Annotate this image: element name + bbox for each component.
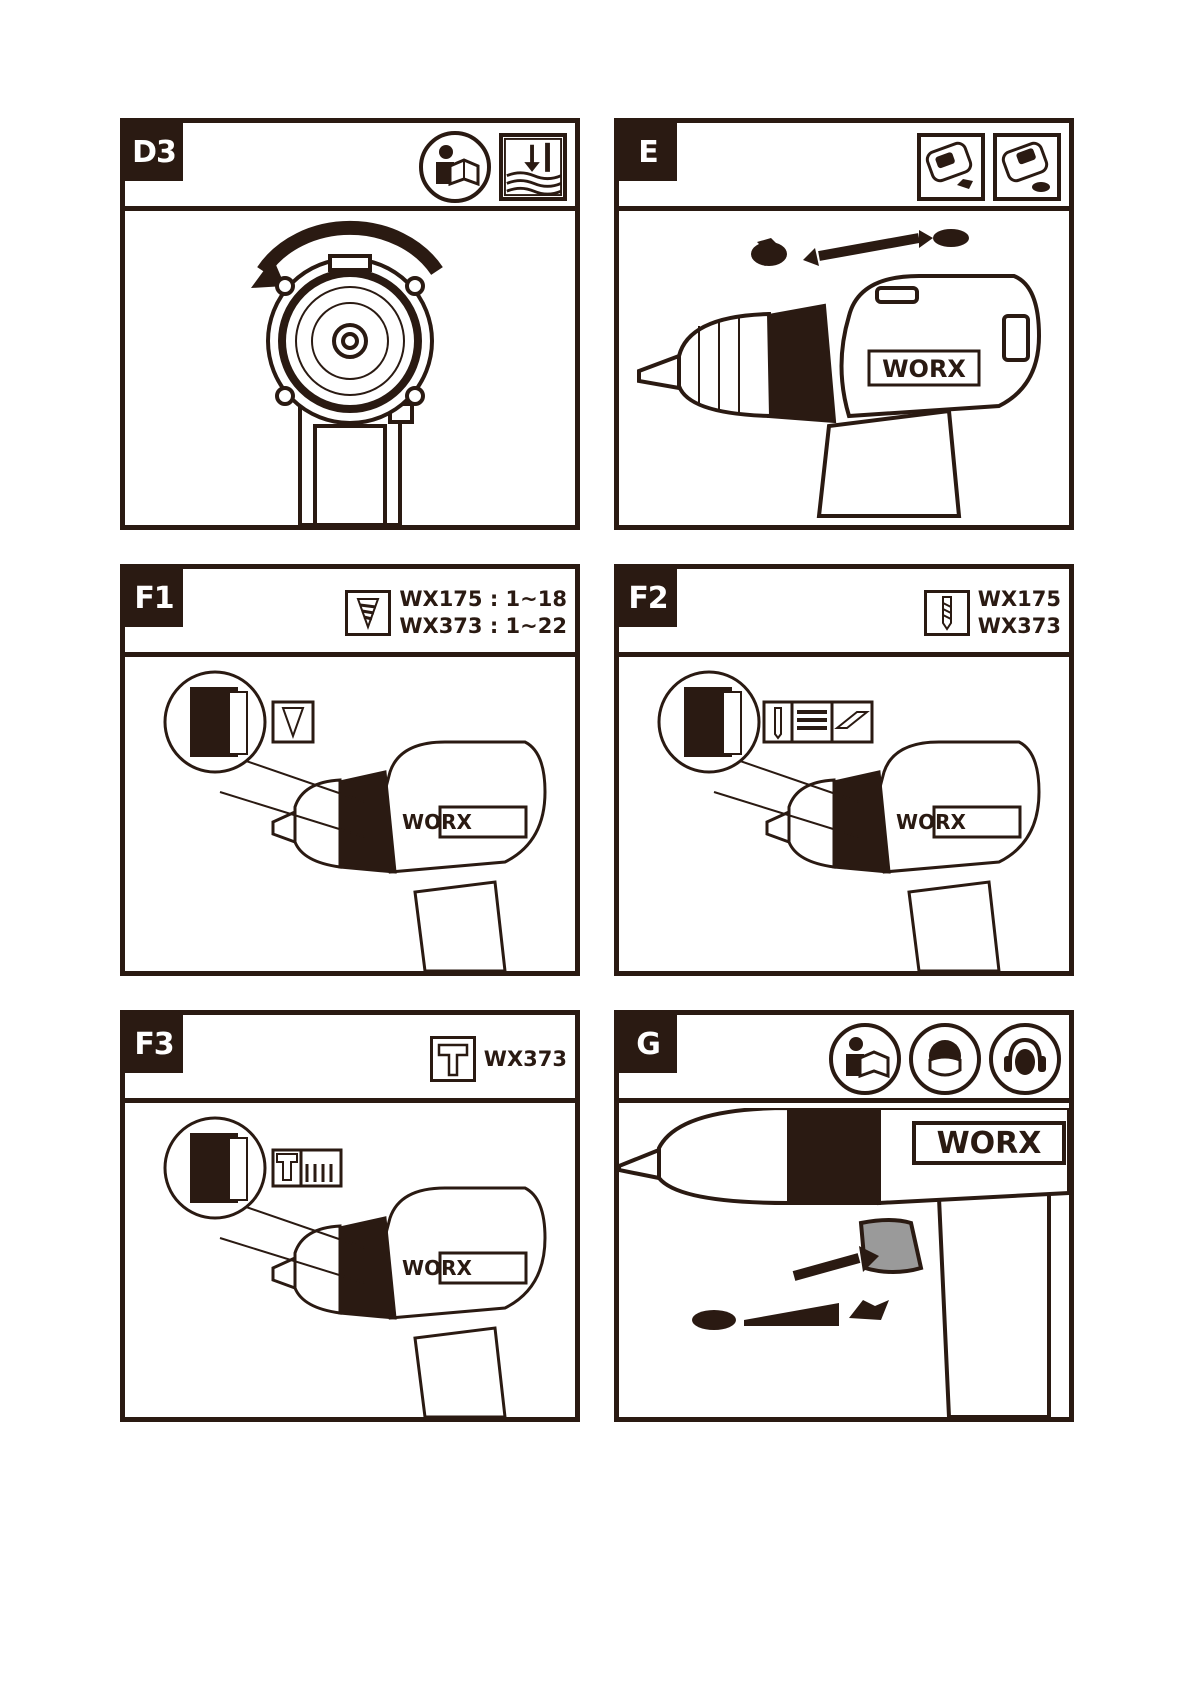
panel-header: F2 WX175 WX373 bbox=[619, 569, 1069, 657]
drill-torque-illustration: WORX bbox=[163, 670, 547, 971]
panel-header: G bbox=[619, 1015, 1069, 1103]
panel-illustration: WORX bbox=[619, 662, 1069, 971]
speed-switch-high-icon bbox=[917, 133, 985, 201]
speed-switch-low-icon bbox=[993, 133, 1061, 201]
drill-mode-illustration: WORX bbox=[657, 670, 1041, 971]
panel-icons: WX175 : 1~18 WX373 : 1~22 bbox=[345, 577, 567, 649]
brand-logo: WORX bbox=[402, 1256, 472, 1280]
model-spec: WX175 WX373 bbox=[978, 586, 1061, 640]
press-arrow-icon bbox=[859, 1246, 879, 1272]
dust-mask-icon bbox=[909, 1023, 981, 1095]
panel-tag: F2 bbox=[619, 569, 677, 627]
turtle-icon bbox=[692, 1310, 736, 1330]
panel-icons bbox=[419, 131, 567, 203]
panel-header: D3 bbox=[125, 123, 575, 211]
panel-f1: F1 WX175 : 1~18 WX373 : 1~22 bbox=[120, 564, 580, 976]
spec-line: WX175 bbox=[977, 587, 1061, 611]
spec-line: WX373 bbox=[483, 1046, 567, 1071]
read-manual-icon bbox=[419, 131, 491, 203]
screw-bit-icon bbox=[345, 590, 392, 636]
panel-header: F3 WX373 bbox=[125, 1015, 575, 1103]
brand-logo: WORX bbox=[896, 810, 966, 834]
panel-illustration: WORX bbox=[619, 216, 1069, 525]
panel-d3: D3 bbox=[120, 118, 580, 530]
panel-icons bbox=[829, 1023, 1061, 1095]
panel-f2: F2 WX175 WX373 bbox=[614, 564, 1074, 976]
spec-line: WX175 : 1~18 bbox=[399, 587, 567, 611]
panel-tag: G bbox=[619, 1015, 677, 1073]
speed-ramp-icon bbox=[744, 1303, 839, 1326]
panel-icons bbox=[917, 131, 1061, 203]
panel-tag: D3 bbox=[125, 123, 183, 181]
chuck-front-illustration bbox=[251, 220, 443, 525]
panel-header: E bbox=[619, 123, 1069, 211]
rotation-arrow-icon bbox=[251, 258, 285, 288]
model-spec: WX373 bbox=[484, 1046, 567, 1073]
panel-illustration: WORX bbox=[619, 1108, 1069, 1417]
trigger-speed-illustration: WORX bbox=[619, 1108, 1069, 1417]
panel-e: E bbox=[614, 118, 1074, 530]
panel-tag: F3 bbox=[125, 1015, 183, 1073]
panel-tag: E bbox=[619, 123, 677, 181]
drill-bit-icon bbox=[923, 590, 970, 636]
panel-illustration bbox=[125, 216, 575, 525]
read-manual-icon bbox=[829, 1023, 901, 1095]
spec-line: WX373 bbox=[977, 614, 1061, 638]
brand-logo: WORX bbox=[882, 355, 966, 383]
hammer-icon bbox=[429, 1036, 476, 1082]
drill-side-illustration: WORX bbox=[637, 229, 1042, 518]
panel-illustration: WORX bbox=[125, 1108, 575, 1417]
rabbit-icon bbox=[849, 1300, 889, 1320]
panel-illustration: WORX bbox=[125, 662, 575, 971]
drill-depth-icon bbox=[499, 133, 567, 201]
panel-f3: F3 WX373 bbox=[120, 1010, 580, 1422]
turtle-icon bbox=[933, 229, 969, 247]
brand-logo: WORX bbox=[937, 1126, 1042, 1161]
panel-g: G bbox=[614, 1010, 1074, 1422]
ear-protection-icon bbox=[989, 1023, 1061, 1095]
drill-hammer-illustration: WORX bbox=[163, 1116, 547, 1417]
spec-line: WX373 : 1~22 bbox=[399, 614, 567, 638]
torque-spec: WX175 : 1~18 WX373 : 1~22 bbox=[399, 586, 567, 640]
brand-logo: WORX bbox=[402, 810, 472, 834]
panel-icons: WX373 bbox=[429, 1023, 567, 1095]
panel-header: F1 WX175 : 1~18 WX373 : 1~22 bbox=[125, 569, 575, 657]
panel-icons: WX175 WX373 bbox=[923, 577, 1061, 649]
panel-tag: F1 bbox=[125, 569, 183, 627]
